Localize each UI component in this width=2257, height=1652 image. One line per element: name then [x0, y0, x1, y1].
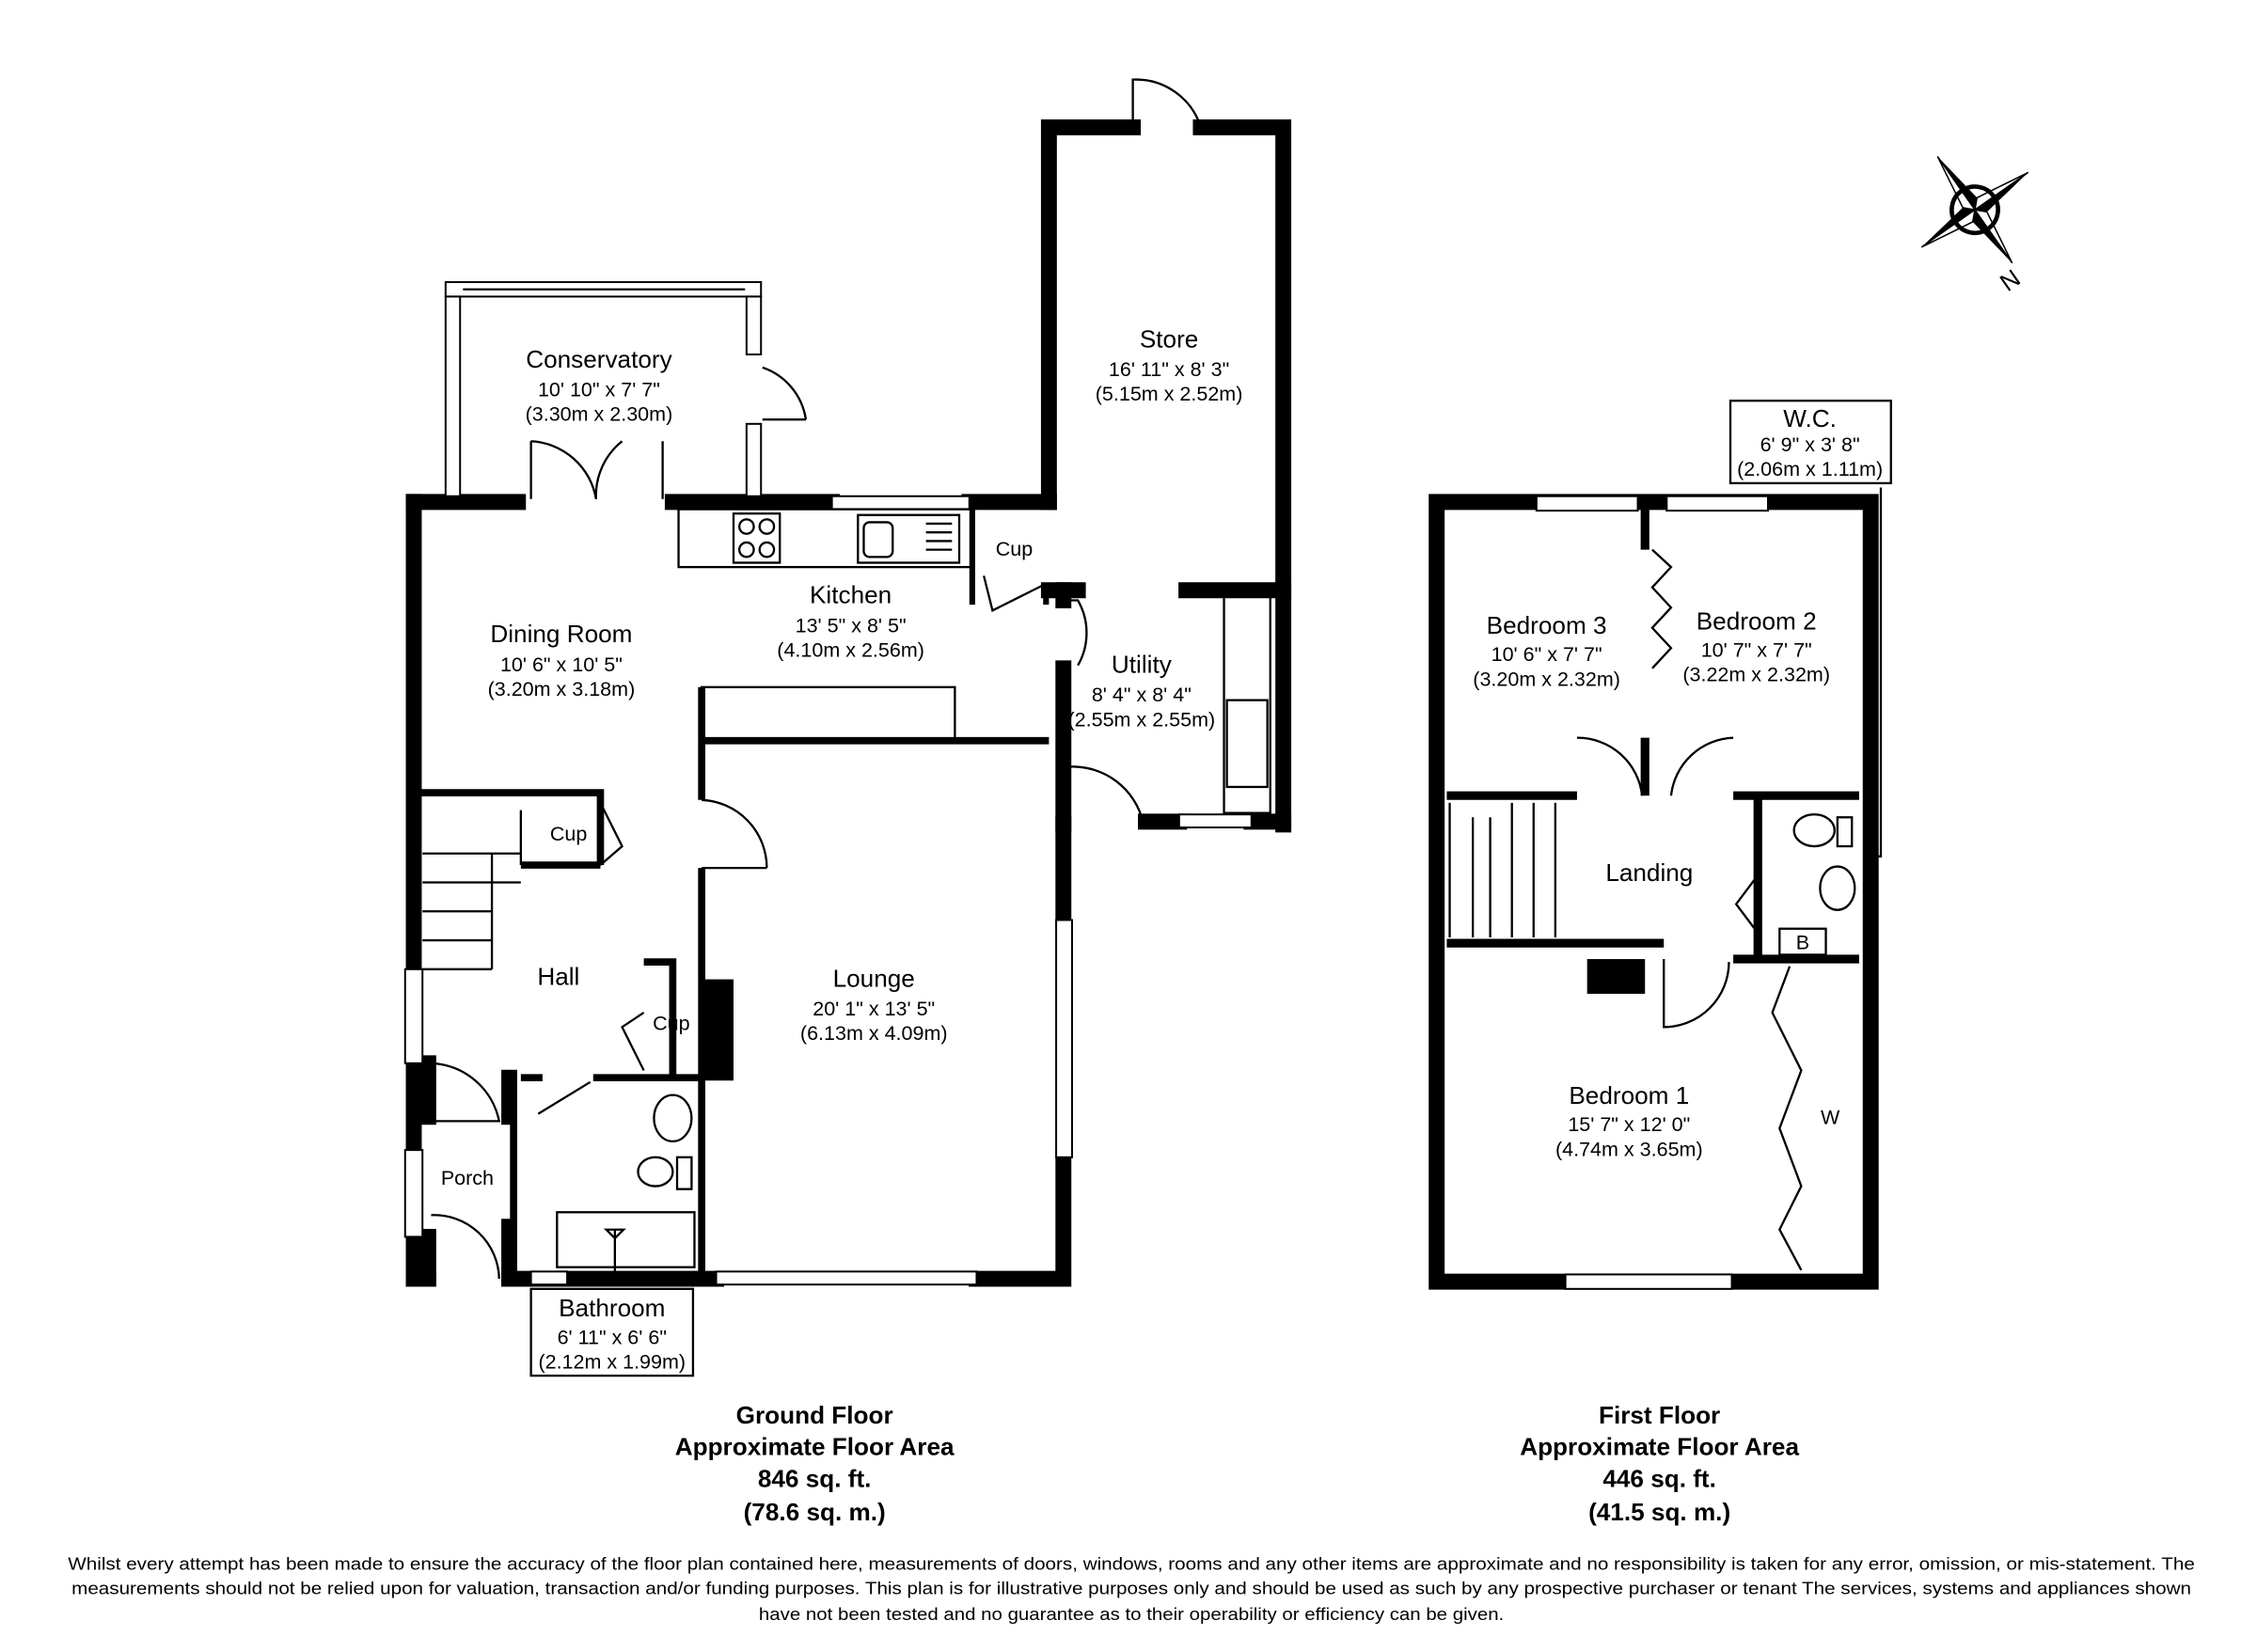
summary-sqft: 846 sq. ft.: [758, 1465, 872, 1493]
room-dim-metric: (4.10m x 2.56m): [777, 639, 924, 662]
room-dim-imperial: 8' 4" x 8' 4": [1092, 684, 1192, 706]
room-dim-imperial: 6' 11" x 6' 6": [558, 1326, 667, 1348]
summary-title: Ground Floor: [736, 1401, 893, 1429]
room-dim-metric: (3.20m x 2.32m): [1473, 668, 1620, 690]
ground-floor-walls: [405, 118, 1292, 1287]
wc-label-box: [1728, 400, 1892, 485]
room-dim-imperial: 10' 7" x 7' 7": [1701, 639, 1812, 662]
disclaimer: Whilst every attempt has been made to en…: [68, 1553, 2195, 1624]
room-name-dining: Dining Room: [490, 620, 632, 648]
room-dim-imperial: 16' 11" x 8' 3": [1109, 358, 1229, 381]
room-dim-imperial: 10' 6" x 7' 7": [1492, 643, 1602, 666]
room-dim-metric: (6.13m x 4.09m): [800, 1022, 948, 1045]
room-dim-imperial: 15' 7" x 12' 0": [1568, 1113, 1690, 1136]
room-dim-metric: (3.20m x 3.18m): [488, 678, 636, 700]
summary-sqm: (41.5 sq. m.): [1588, 1498, 1730, 1526]
compass-north-label: N: [1995, 263, 2026, 296]
room-name-kitchen: Kitchen: [810, 581, 892, 609]
room-name-bedroom1: Bedroom 1: [1569, 1081, 1689, 1109]
room-dim-imperial: 6' 9" x 3' 8": [1760, 433, 1860, 456]
label-cup-stairs: Cup: [550, 823, 588, 845]
room-labels: Conservatory 10' 10" x 7' 7" (3.30m x 2.…: [441, 324, 1883, 1373]
summary-subtitle: Approximate Floor Area: [675, 1433, 955, 1461]
first-floor-windows: [1535, 495, 1769, 1290]
room-name-utility: Utility: [1112, 650, 1173, 678]
room-name-lounge: Lounge: [833, 964, 915, 992]
room-dim-imperial: 10' 10" x 7' 7": [538, 379, 660, 401]
room-dim-metric: (4.74m x 3.65m): [1555, 1138, 1703, 1160]
label-hall: Hall: [537, 963, 579, 991]
kitchen-units: [422, 508, 1271, 1281]
label-porch: Porch: [441, 1167, 494, 1189]
compass-rose-icon: [1920, 155, 2029, 264]
first-floor-fixtures: [1448, 736, 1856, 1271]
room-dim-imperial: 20' 1" x 13' 5": [813, 998, 935, 1020]
room-dim-metric: (3.22m x 2.32m): [1682, 664, 1830, 686]
ground-windows: [403, 495, 1253, 1286]
room-dim-metric: (3.30m x 2.30m): [526, 403, 673, 426]
room-dim-metric: (5.15m x 2.52m): [1096, 383, 1243, 405]
room-name-bathroom: Bathroom: [559, 1294, 665, 1322]
disclaimer-line: measurements should not be relied upon f…: [71, 1578, 2191, 1597]
ground-doors: [431, 78, 1203, 1280]
disclaimer-line: have not been tested and no guarantee as…: [759, 1604, 1504, 1624]
room-dim-metric: (2.12m x 1.99m): [538, 1350, 686, 1373]
label-boiler: B: [1796, 931, 1809, 953]
bathroom-label-box: [529, 1287, 695, 1377]
room-dim-metric: (2.55m x 2.55m): [1068, 708, 1216, 731]
room-dim-metric: (2.06m x 1.11m): [1737, 458, 1883, 480]
summary-sqm: (78.6 sq. m.): [744, 1498, 886, 1526]
disclaimer-line: Whilst every attempt has been made to en…: [68, 1553, 2195, 1573]
summary-subtitle: Approximate Floor Area: [1520, 1433, 1799, 1461]
label-cup-kitchen: Cup: [996, 538, 1034, 560]
label-landing: Landing: [1605, 858, 1693, 887]
room-name-bedroom3: Bedroom 3: [1487, 611, 1607, 639]
summary-title: First Floor: [1599, 1401, 1720, 1429]
room-name-wc: W.C.: [1783, 404, 1837, 433]
room-name-store: Store: [1140, 324, 1198, 353]
room-dim-imperial: 13' 5" x 8' 5": [796, 614, 907, 637]
label-cup-hall: Cup: [653, 1012, 690, 1034]
label-wardrobe: W: [1821, 1106, 1840, 1128]
summary-sqft: 446 sq. ft.: [1602, 1465, 1716, 1493]
room-dim-imperial: 10' 6" x 10' 5": [500, 653, 623, 676]
conservatory-frame: [444, 281, 808, 499]
room-name-bedroom2: Bedroom 2: [1697, 606, 1817, 635]
first-floor-summary: First Floor Approximate Floor Area 446 s…: [1520, 1401, 1799, 1526]
ground-floor-summary: Ground Floor Approximate Floor Area 846 …: [675, 1401, 955, 1526]
room-name-conservatory: Conservatory: [526, 345, 672, 373]
